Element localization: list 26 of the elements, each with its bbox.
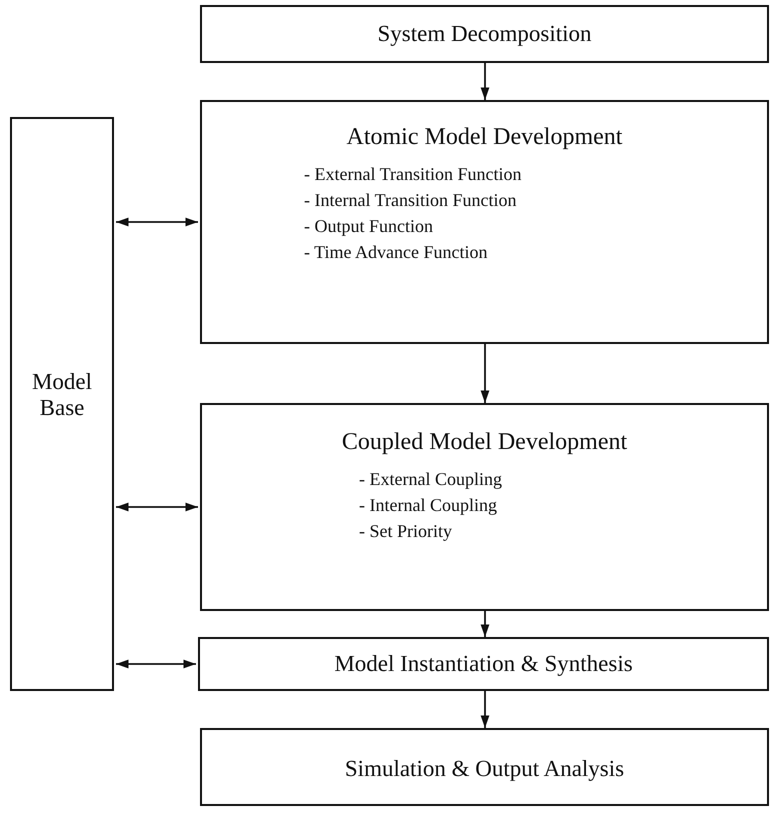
list-item: - Output Function <box>304 216 433 237</box>
process-box <box>200 100 769 344</box>
arrow <box>480 691 490 728</box>
node-label: Model Base <box>30 369 94 422</box>
arrow <box>480 344 490 403</box>
process-box <box>200 5 769 63</box>
process-box <box>198 637 769 691</box>
repository-box <box>10 117 114 691</box>
node-title: Coupled Model Development <box>340 429 628 456</box>
node-title: Model Instantiation & Synthesis <box>333 651 634 677</box>
process-box <box>200 728 769 806</box>
double-arrow <box>116 218 198 226</box>
node-title: Simulation & Output Analysis <box>344 756 626 782</box>
list-item: - Time Advance Function <box>304 242 488 263</box>
list-item: - Set Priority <box>359 521 452 542</box>
double-arrow <box>116 502 198 512</box>
process-box <box>200 403 769 611</box>
list-item: - External Coupling <box>359 469 502 490</box>
double-arrow <box>116 660 196 668</box>
node-title: System Decomposition <box>376 21 593 47</box>
list-item: - Internal Transition Function <box>304 190 516 211</box>
node-title: Atomic Model Development <box>346 124 624 151</box>
arrow <box>480 63 490 100</box>
list-item: - External Transition Function <box>304 164 522 185</box>
list-item: - Internal Coupling <box>359 495 497 516</box>
arrow <box>480 611 490 637</box>
